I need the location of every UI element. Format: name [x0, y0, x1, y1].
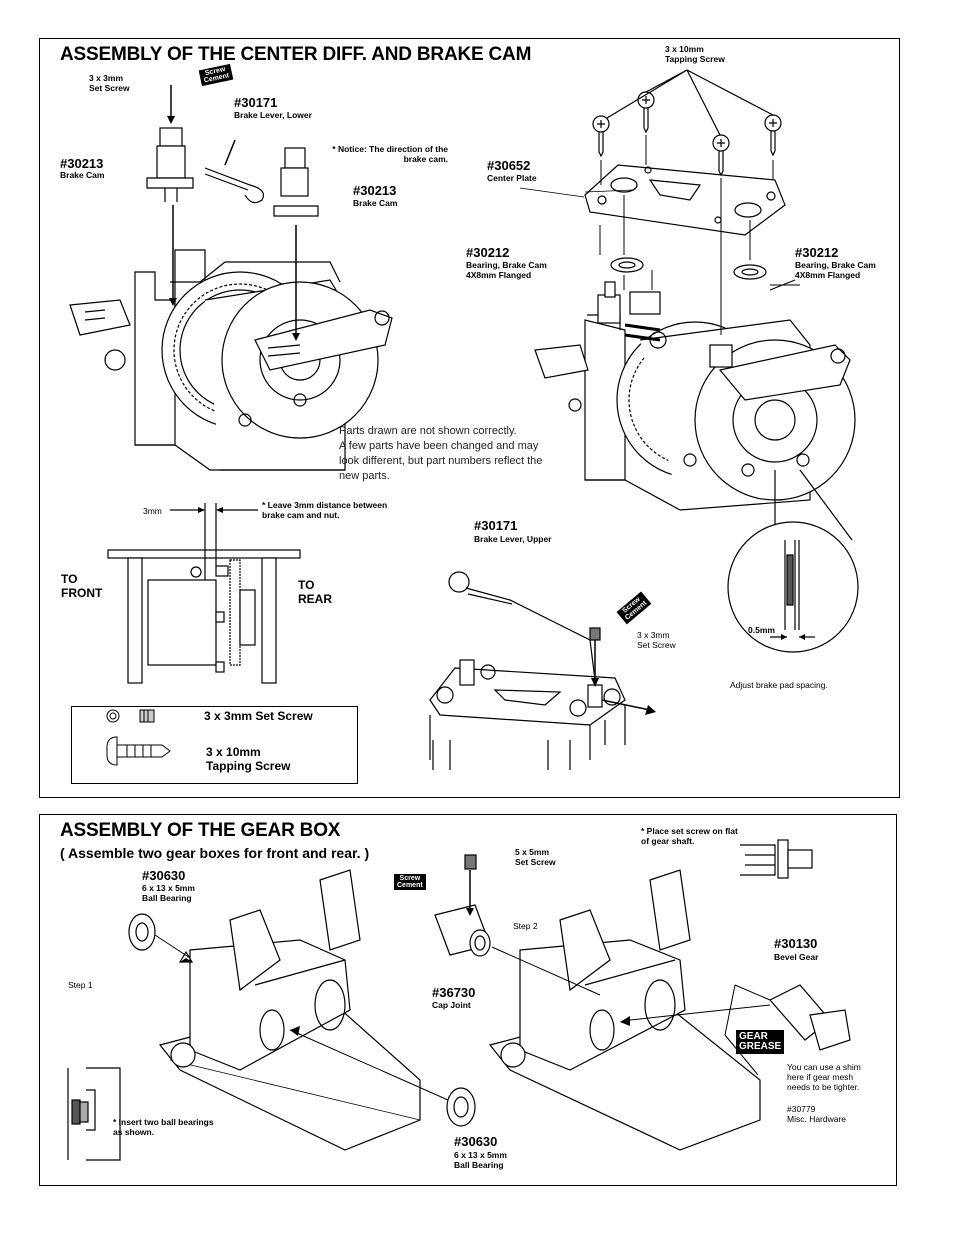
part-30213-right-num: #30213 — [353, 183, 397, 198]
set-screw-top-icon — [106, 709, 120, 723]
center-plate-drawing — [584, 164, 786, 236]
section2-subtitle: ( Assemble two gear boxes for front and … — [60, 845, 370, 861]
part-30630-top-num: #30630 — [142, 868, 186, 883]
screw-cement-badge-3: Screw Cement — [394, 874, 426, 890]
part-30652-num: #30652 — [487, 158, 531, 173]
part-30212-right-desc: Bearing, Brake Cam 4X8mm Flanged — [795, 260, 876, 280]
legend-icons — [106, 709, 171, 766]
shim-note: You can use a shim here if gear mesh nee… — [787, 1062, 861, 1092]
part-36730-num: #36730 — [432, 985, 476, 1000]
tapping-screws-drawing — [592, 69, 782, 177]
step2-label: Step 2 — [513, 921, 538, 931]
part-30130-desc: Bevel Gear — [774, 952, 819, 962]
place-note: * Place set screw on flat of gear shaft. — [641, 826, 738, 846]
part-30630-top-desc: 6 x 13 x 5mm Ball Bearing — [142, 883, 195, 903]
hardware-legend: 3 x 3mm Set Screw 3 x 10mm Tapping Screw — [71, 706, 358, 784]
part-30213-right-desc: Brake Cam — [353, 198, 398, 208]
part-30630-bottom-num: #30630 — [454, 1134, 498, 1149]
part-30130-num: #30130 — [774, 936, 818, 951]
legend-set-screw-label: 3 x 3mm Set Screw — [204, 709, 313, 723]
part-30171-upper-desc: Brake Lever, Upper — [474, 534, 552, 544]
to-front-label: TO FRONT — [61, 572, 103, 600]
notice-text: * Notice: The direction of the brake cam… — [332, 144, 448, 164]
set-screw-side-icon — [139, 709, 155, 723]
part-30212-left-desc: Bearing, Brake Cam 4X8mm Flanged — [466, 260, 547, 280]
leave-note: * Leave 3mm distance between brake cam a… — [262, 500, 388, 520]
to-rear-label: TO REAR — [298, 578, 333, 606]
spacing-diagram — [107, 503, 301, 684]
misc-hardware-note: #30779 Misc. Hardware — [787, 1104, 847, 1124]
brake-pad-detail — [727, 469, 859, 653]
part-36730-desc: Cap Joint — [432, 1000, 471, 1010]
part-30171-lower-num: #30171 — [234, 95, 278, 110]
part-30212-right-num: #30212 — [795, 245, 839, 260]
section2-title: ASSEMBLY OF THE GEAR BOX — [60, 820, 341, 841]
left-diff-drawing — [69, 127, 393, 471]
part-30652-desc: Center Plate — [487, 173, 537, 183]
gear-grease-badge: GEAR GREASE — [736, 1030, 785, 1054]
right-diff-drawing — [534, 281, 856, 511]
dim-3mm-label: 3mm — [143, 506, 162, 516]
tapping-screw-top-label: 3 x 10mm Tapping Screw — [665, 44, 725, 64]
gearbox-drawings — [67, 839, 851, 1161]
upper-lever-drawing — [429, 571, 651, 770]
legend-tapping-screw-label: 3 x 10mm Tapping Screw — [206, 745, 291, 773]
section1-title: ASSEMBLY OF THE CENTER DIFF. AND BRAKE C… — [60, 44, 532, 65]
parts-note: Parts drawn are not shown correctly. A f… — [339, 425, 543, 482]
tapping-screw-icon — [106, 736, 118, 766]
insert-note: * Insert two ball bearings as shown. — [113, 1117, 214, 1137]
part-30630-bottom-desc: 6 x 13 x 5mm Ball Bearing — [454, 1150, 507, 1170]
set-screw-top-label: 3 x 3mm Set Screw — [89, 73, 130, 93]
part-30213-left-num: #30213 — [60, 156, 104, 171]
part-30171-upper-num: #30171 — [474, 518, 518, 533]
adjust-note: Adjust brake pad spacing. — [730, 680, 828, 690]
part-30212-left-num: #30212 — [466, 245, 510, 260]
bearing-drawings — [610, 257, 767, 280]
step1-label: Step 1 — [68, 980, 93, 990]
set-screw-5mm-label: 5 x 5mm Set Screw — [515, 847, 556, 867]
dim-05mm-label: 0.5mm — [748, 625, 775, 635]
set-screw-mid-label: 3 x 3mm Set Screw — [637, 630, 676, 650]
part-30213-left-desc: Brake Cam — [60, 170, 105, 180]
part-30171-lower-desc: Brake Lever, Lower — [234, 110, 312, 120]
